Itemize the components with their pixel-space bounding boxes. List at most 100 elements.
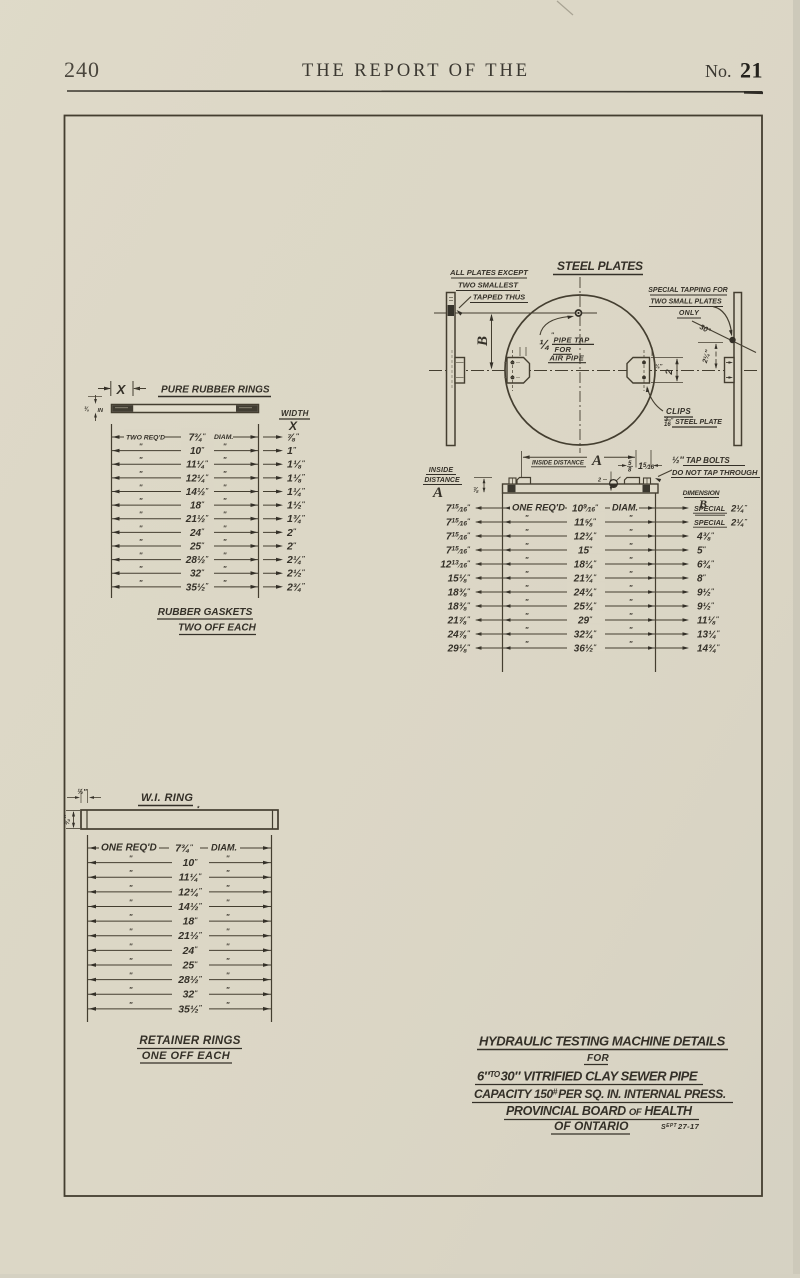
svg-text:CAPACITY 150#PER SQ. IN. INTER: CAPACITY 150#PER SQ. IN. INTERNAL PRESS. xyxy=(474,1087,726,1102)
svg-text:21½″: 21½″ xyxy=(185,514,209,525)
svg-text:⅜: ⅜ xyxy=(84,407,89,413)
svg-text:PROVINCIAL BOARD OF HEALTH: PROVINCIAL BOARD OF HEALTH xyxy=(506,1104,693,1118)
svg-text:15⅛″: 15⅛″ xyxy=(448,574,471,585)
svg-text:ONE REQ'D: ONE REQ'D xyxy=(512,503,565,514)
svg-text:⅞: ⅞ xyxy=(473,487,479,494)
svg-text:2: 2 xyxy=(664,369,675,376)
svg-text:1⅛″: 1⅛″ xyxy=(287,459,306,471)
svg-text:24¾″: 24¾″ xyxy=(573,588,597,599)
svg-text:″: ″ xyxy=(226,943,230,950)
svg-text:DIAM.: DIAM. xyxy=(211,843,237,853)
svg-text:″: ″ xyxy=(525,543,529,550)
svg-text:″: ″ xyxy=(129,1002,133,1009)
svg-text:1¼″: 1¼″ xyxy=(287,486,306,498)
svg-text:″: ″ xyxy=(129,929,133,936)
svg-text:″: ″ xyxy=(129,899,133,906)
svg-text:FOR: FOR xyxy=(555,345,572,354)
svg-text:RUBBER GASKETS: RUBBER GASKETS xyxy=(158,607,253,618)
svg-text:15″: 15″ xyxy=(578,546,593,557)
svg-text:12¼″: 12¼″ xyxy=(178,886,202,898)
svg-text:″: ″ xyxy=(139,498,143,505)
svg-text:OF ONTARIO: OF ONTARIO xyxy=(554,1119,629,1133)
svg-text:″: ″ xyxy=(629,529,633,536)
svg-text:715⁄16″: 715⁄16″ xyxy=(446,546,471,557)
svg-text:″: ″ xyxy=(629,543,633,550)
svg-text:28½″: 28½″ xyxy=(185,555,209,566)
svg-text:24⅞″: 24⅞″ xyxy=(447,630,471,641)
svg-text:INSIDE: INSIDE xyxy=(429,467,454,474)
svg-text:″: ″ xyxy=(551,333,555,339)
svg-text:2: 2 xyxy=(597,478,601,484)
svg-text:″: ″ xyxy=(129,914,133,921)
svg-text:18⅜″: 18⅜″ xyxy=(448,588,471,599)
svg-text:21¾″: 21¾″ xyxy=(573,574,597,585)
svg-text:14½″: 14½″ xyxy=(178,901,202,913)
svg-text:″: ″ xyxy=(525,529,529,536)
svg-text:″: ″ xyxy=(129,885,133,892)
svg-text:″: ″ xyxy=(223,457,227,464)
svg-text:2¼″: 2¼″ xyxy=(730,518,748,529)
svg-text:″: ″ xyxy=(226,958,230,965)
svg-text:24″: 24″ xyxy=(189,528,205,539)
svg-text:35½″: 35½″ xyxy=(178,1003,202,1015)
svg-text:″: ″ xyxy=(525,585,529,592)
svg-text:24″: 24″ xyxy=(182,945,199,957)
svg-text:715⁄16″: 715⁄16″ xyxy=(446,518,471,529)
svg-text:32″: 32″ xyxy=(190,569,205,580)
svg-text:28½″: 28½″ xyxy=(177,974,202,986)
svg-text:″: ″ xyxy=(139,484,143,491)
svg-text:″: ″ xyxy=(226,1002,230,1009)
svg-text:12¾″: 12¾″ xyxy=(574,532,597,543)
svg-text:″: ″ xyxy=(129,870,133,877)
svg-text:⋆: ⋆ xyxy=(196,805,201,811)
svg-text:PIPE TAP: PIPE TAP xyxy=(554,336,591,345)
svg-text:″: ″ xyxy=(139,471,143,478)
svg-text:2¼″: 2¼″ xyxy=(730,504,748,515)
svg-text:⅛″: ⅛″ xyxy=(655,364,663,370)
svg-text:240: 240 xyxy=(64,57,100,82)
svg-text:11⅛″: 11⅛″ xyxy=(697,616,720,627)
svg-text:9½″: 9½″ xyxy=(697,602,715,613)
svg-text:2¼″: 2¼″ xyxy=(702,349,713,365)
svg-text:″: ″ xyxy=(223,444,227,451)
svg-text:″: ″ xyxy=(629,627,633,634)
svg-text:″: ″ xyxy=(525,557,529,564)
svg-text:2″: 2″ xyxy=(286,527,297,539)
svg-text:″: ″ xyxy=(226,914,230,921)
svg-text:″: ″ xyxy=(223,484,227,491)
svg-text:″: ″ xyxy=(139,525,143,532)
svg-text:″: ″ xyxy=(226,870,230,877)
svg-text:″: ″ xyxy=(629,585,633,592)
svg-text:25¾″: 25¾″ xyxy=(573,602,597,613)
svg-text:″: ″ xyxy=(223,512,227,519)
svg-text:″: ″ xyxy=(525,571,529,578)
svg-text:″: ″ xyxy=(139,512,143,519)
svg-text:DIMENSION: DIMENSION xyxy=(683,490,721,497)
svg-text:″: ″ xyxy=(139,566,143,573)
svg-text:6″TO30″ VITRIFIED CLAY SEWER P: 6″TO30″ VITRIFIED CLAY SEWER PIPE xyxy=(477,1069,698,1084)
svg-text:THE REPORT OF THE: THE REPORT OF THE xyxy=(302,61,530,81)
svg-text:2¼″: 2¼″ xyxy=(286,554,306,566)
svg-text:21: 21 xyxy=(740,58,763,83)
svg-text:13¼″: 13¼″ xyxy=(697,630,720,641)
svg-text:1″: 1″ xyxy=(287,445,297,457)
svg-text:ONE REQ'D: ONE REQ'D xyxy=(101,843,157,854)
svg-text:58: 58 xyxy=(628,461,632,474)
svg-text:11⅝″: 11⅝″ xyxy=(574,518,597,529)
svg-text:36½″: 36½″ xyxy=(574,644,597,655)
svg-text:12¼″: 12¼″ xyxy=(186,473,209,484)
svg-text:IN: IN xyxy=(98,408,105,414)
svg-text:715⁄16″: 715⁄16″ xyxy=(446,504,471,515)
svg-text:″: ″ xyxy=(629,641,633,648)
svg-text:DIAM.: DIAM. xyxy=(214,434,233,441)
svg-text:2¾″: 2¾″ xyxy=(286,581,306,593)
svg-text:1213⁄16″: 1213⁄16″ xyxy=(440,560,471,571)
svg-text:ALL PLATES EXCEPT: ALL PLATES EXCEPT xyxy=(449,268,529,277)
svg-text:INSIDE DISTANCE: INSIDE DISTANCE xyxy=(532,461,585,467)
svg-text:21⅞″: 21⅞″ xyxy=(447,616,471,627)
svg-text:SEPT27-17: SEPT27-17 xyxy=(661,1122,700,1131)
svg-text:″: ″ xyxy=(139,553,143,560)
svg-text:8″: 8″ xyxy=(697,574,707,585)
svg-text:″: ″ xyxy=(525,627,529,634)
svg-text:18″: 18″ xyxy=(190,501,205,512)
